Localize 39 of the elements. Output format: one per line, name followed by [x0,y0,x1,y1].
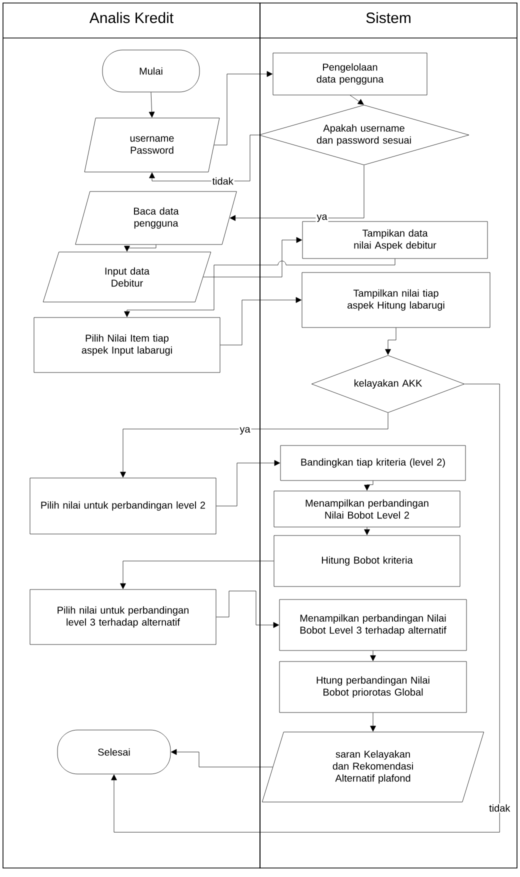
arrow [203,237,302,278]
arrow [364,527,370,536]
arrow [385,328,396,355]
arrow [364,480,374,491]
arrow [230,165,364,221]
arrow [149,134,259,182]
process-box: Menampilkan perbandingan Nilai Bobot Level 3 terhadap alternatif [279,599,467,651]
arrow [216,590,280,628]
arrow [124,244,156,252]
process-box: Hitung Bobot kriteria [274,535,460,587]
process-box: Menampilkan perbandingan Nilai Bobot Level 2 [274,490,460,528]
process-box: Pilih nilai untuk perbandingan level 2 [30,478,216,534]
process-box: Tampikan data nilai Aspek debitur [302,221,488,259]
process-box: Pilih Nilai Item tiap aspek Input labarugi [34,317,220,373]
arrow [111,384,500,832]
process-box: Htung perbandingan Nilai Bobot priorotas Global [279,661,467,713]
arrow [120,560,274,590]
arrow [124,258,396,318]
input-output-parallelogram: saran Kelayakan dan Rekomendasi Alternatif plafond [262,732,484,802]
arrow [350,95,364,105]
input-output-parallelogram: Baca data pengguna [75,191,237,245]
process-box: Pengelolaan data pengguna [272,52,428,96]
arrow [148,92,155,118]
arrow [120,412,388,478]
process-box: Pilih nilai untuk perbandingan level 3 terhadap alternatif [30,589,216,645]
edge-label: tidak [488,803,512,813]
arrow [370,712,376,732]
process-box: Bandingkan tiap kriteria (level 2) [280,445,466,481]
arrow [220,297,302,346]
input-output-parallelogram: Input data Debitur [42,252,212,302]
input-output-parallelogram: username Password [84,118,220,172]
arrow [214,71,273,146]
arrow [170,749,273,768]
edge-label: ya [316,213,328,223]
edge-label: tidak [211,176,234,186]
arrow [370,650,376,662]
arrow [216,460,280,506]
edge-label: ya [238,426,252,436]
process-box: Tampilkan nilai tiap aspek Hitung labarugi [302,272,490,328]
